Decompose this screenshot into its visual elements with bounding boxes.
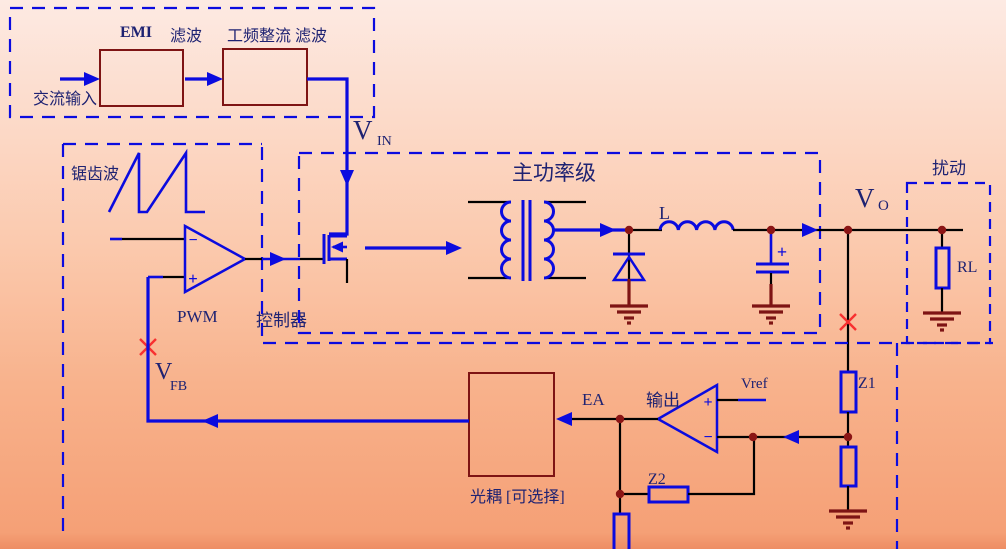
arrow-left-icon xyxy=(556,412,572,426)
vo-subscript: O xyxy=(878,198,889,214)
load-label: RL xyxy=(957,259,977,276)
emi-filter-block xyxy=(99,49,184,107)
ea-output-label: 输出 xyxy=(646,391,680,410)
diode-symbol xyxy=(611,230,647,306)
emi-label: EMI xyxy=(120,24,152,41)
rectifier-label: 工频整流 滤波 xyxy=(227,27,327,45)
lower-resistor xyxy=(612,512,631,549)
rectifier-block xyxy=(222,48,308,106)
input-filter-section: EMI 滤波 工频整流 滤波 交流输入 V IN xyxy=(8,6,392,236)
vo-label: V xyxy=(855,183,875,213)
vfb-subscript: FB xyxy=(170,379,187,394)
z2-right-wire xyxy=(688,437,756,496)
z1-label: Z1 xyxy=(858,375,876,392)
capacitor-plus-sign: + xyxy=(777,242,787,262)
divider-resistor xyxy=(839,445,858,488)
vref-label: Vref xyxy=(741,376,768,392)
disturbance-label: 扰动 xyxy=(932,159,966,178)
mosfet-arrow-icon xyxy=(331,241,343,253)
ground-icon xyxy=(610,304,648,325)
disturbance-dashed-box xyxy=(905,181,992,345)
primary-winding xyxy=(500,200,512,280)
secondary-winding xyxy=(543,200,555,280)
arrow-right-icon xyxy=(446,241,462,255)
rectifier-to-mosfet-wire xyxy=(307,77,349,236)
optocoupler-block xyxy=(468,372,555,477)
ea-minus-sign: − xyxy=(703,429,712,446)
arrow-right-icon xyxy=(802,223,818,237)
capacitor-symbol: + xyxy=(756,231,789,306)
mosfet-symbol xyxy=(322,234,349,283)
arrow-right-icon xyxy=(600,223,616,237)
ac-input-label: 交流输入 xyxy=(33,90,97,108)
load-resistor xyxy=(934,230,951,313)
comparator-minus-sign: − xyxy=(188,232,197,249)
error-amplifier xyxy=(655,382,719,455)
z2-impedance xyxy=(647,485,690,504)
ground-icon xyxy=(923,311,961,332)
arrow-down-icon xyxy=(340,170,354,186)
pwm-label: PWM xyxy=(177,307,218,326)
ea-label: EA xyxy=(582,390,605,409)
vfb-label: V xyxy=(155,359,173,385)
sawtooth-label: 锯齿波 xyxy=(71,165,119,183)
controller-label: 控制器 xyxy=(256,311,307,330)
arrow-left-icon xyxy=(783,430,799,444)
power-stage-section: 主功率级 xyxy=(297,151,848,335)
arrow-right-icon xyxy=(84,72,100,86)
power-stage-label: 主功率级 xyxy=(512,161,596,185)
filter-label: 滤波 xyxy=(170,27,202,45)
arrow-left-icon xyxy=(202,414,218,428)
break-cross-icon xyxy=(839,313,857,331)
ground-icon xyxy=(829,509,867,530)
arrow-right-icon xyxy=(207,72,223,86)
sawtooth-waveform xyxy=(107,148,205,214)
transformer-symbol xyxy=(468,200,586,281)
output-section: V O 扰动 RL xyxy=(848,159,992,345)
inductor-label: L xyxy=(659,203,670,223)
ea-plus-sign: + xyxy=(703,394,712,411)
input-section-dashed-box xyxy=(8,6,376,119)
z1-impedance xyxy=(839,370,858,414)
inductor-symbol xyxy=(658,220,735,231)
ground-icon xyxy=(752,304,790,325)
junction-dots xyxy=(615,225,947,499)
vin-subscript: IN xyxy=(377,134,392,149)
pwm-comparator xyxy=(183,223,248,295)
feedback-section: Z1 + − Vref EA 输出 光耦 [可选择] Z2 xyxy=(146,230,876,549)
vin-label: V xyxy=(353,115,373,145)
optocoupler-label: 光耦 [可选择] xyxy=(470,488,565,506)
z2-label: Z2 xyxy=(648,471,666,488)
comparator-plus-sign: + xyxy=(188,269,198,288)
arrow-right-icon xyxy=(270,252,286,266)
vfb-return-wire xyxy=(146,277,469,423)
pwm-section: 锯齿波 − + PWM 控制器 V FB xyxy=(61,142,324,540)
